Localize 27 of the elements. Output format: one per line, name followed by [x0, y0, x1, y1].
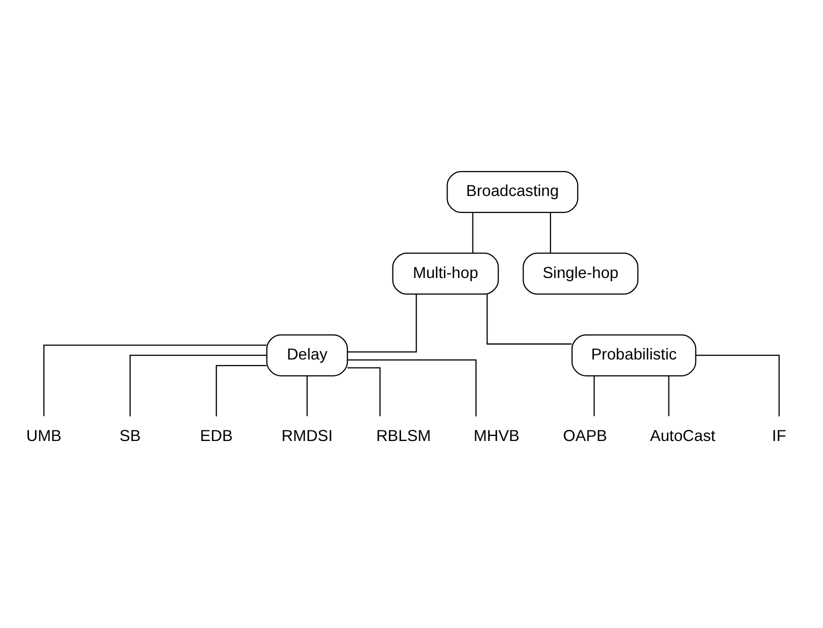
- node-text: RBLSM: [376, 428, 431, 445]
- connector: [216, 364, 266, 416]
- connector: [130, 354, 266, 416]
- connector: [472, 212, 474, 252]
- node-text: EDB: [200, 428, 233, 445]
- connector: [550, 212, 552, 252]
- connector: [347, 294, 417, 352]
- node-text: MHVB: [474, 428, 520, 445]
- connector: [306, 375, 308, 416]
- connector: [486, 294, 572, 344]
- node-text: RMDSI: [282, 428, 333, 445]
- node-box: Multi-hop: [392, 252, 499, 294]
- connector: [347, 366, 381, 416]
- connector: [348, 358, 477, 416]
- node-box: Probabilistic: [571, 334, 696, 376]
- node-text: SB: [120, 428, 141, 445]
- node-text: AutoCast: [650, 428, 716, 445]
- node-box: Broadcasting: [446, 170, 578, 212]
- node-box: Delay: [266, 334, 348, 376]
- node-text: OAPB: [563, 428, 608, 445]
- connector: [668, 375, 670, 416]
- connector: [43, 344, 267, 416]
- node-box: Single-hop: [522, 252, 638, 294]
- node-text: UMB: [26, 428, 62, 445]
- connector: [594, 375, 595, 416]
- node-text: IF: [772, 428, 786, 445]
- connector: [696, 354, 780, 416]
